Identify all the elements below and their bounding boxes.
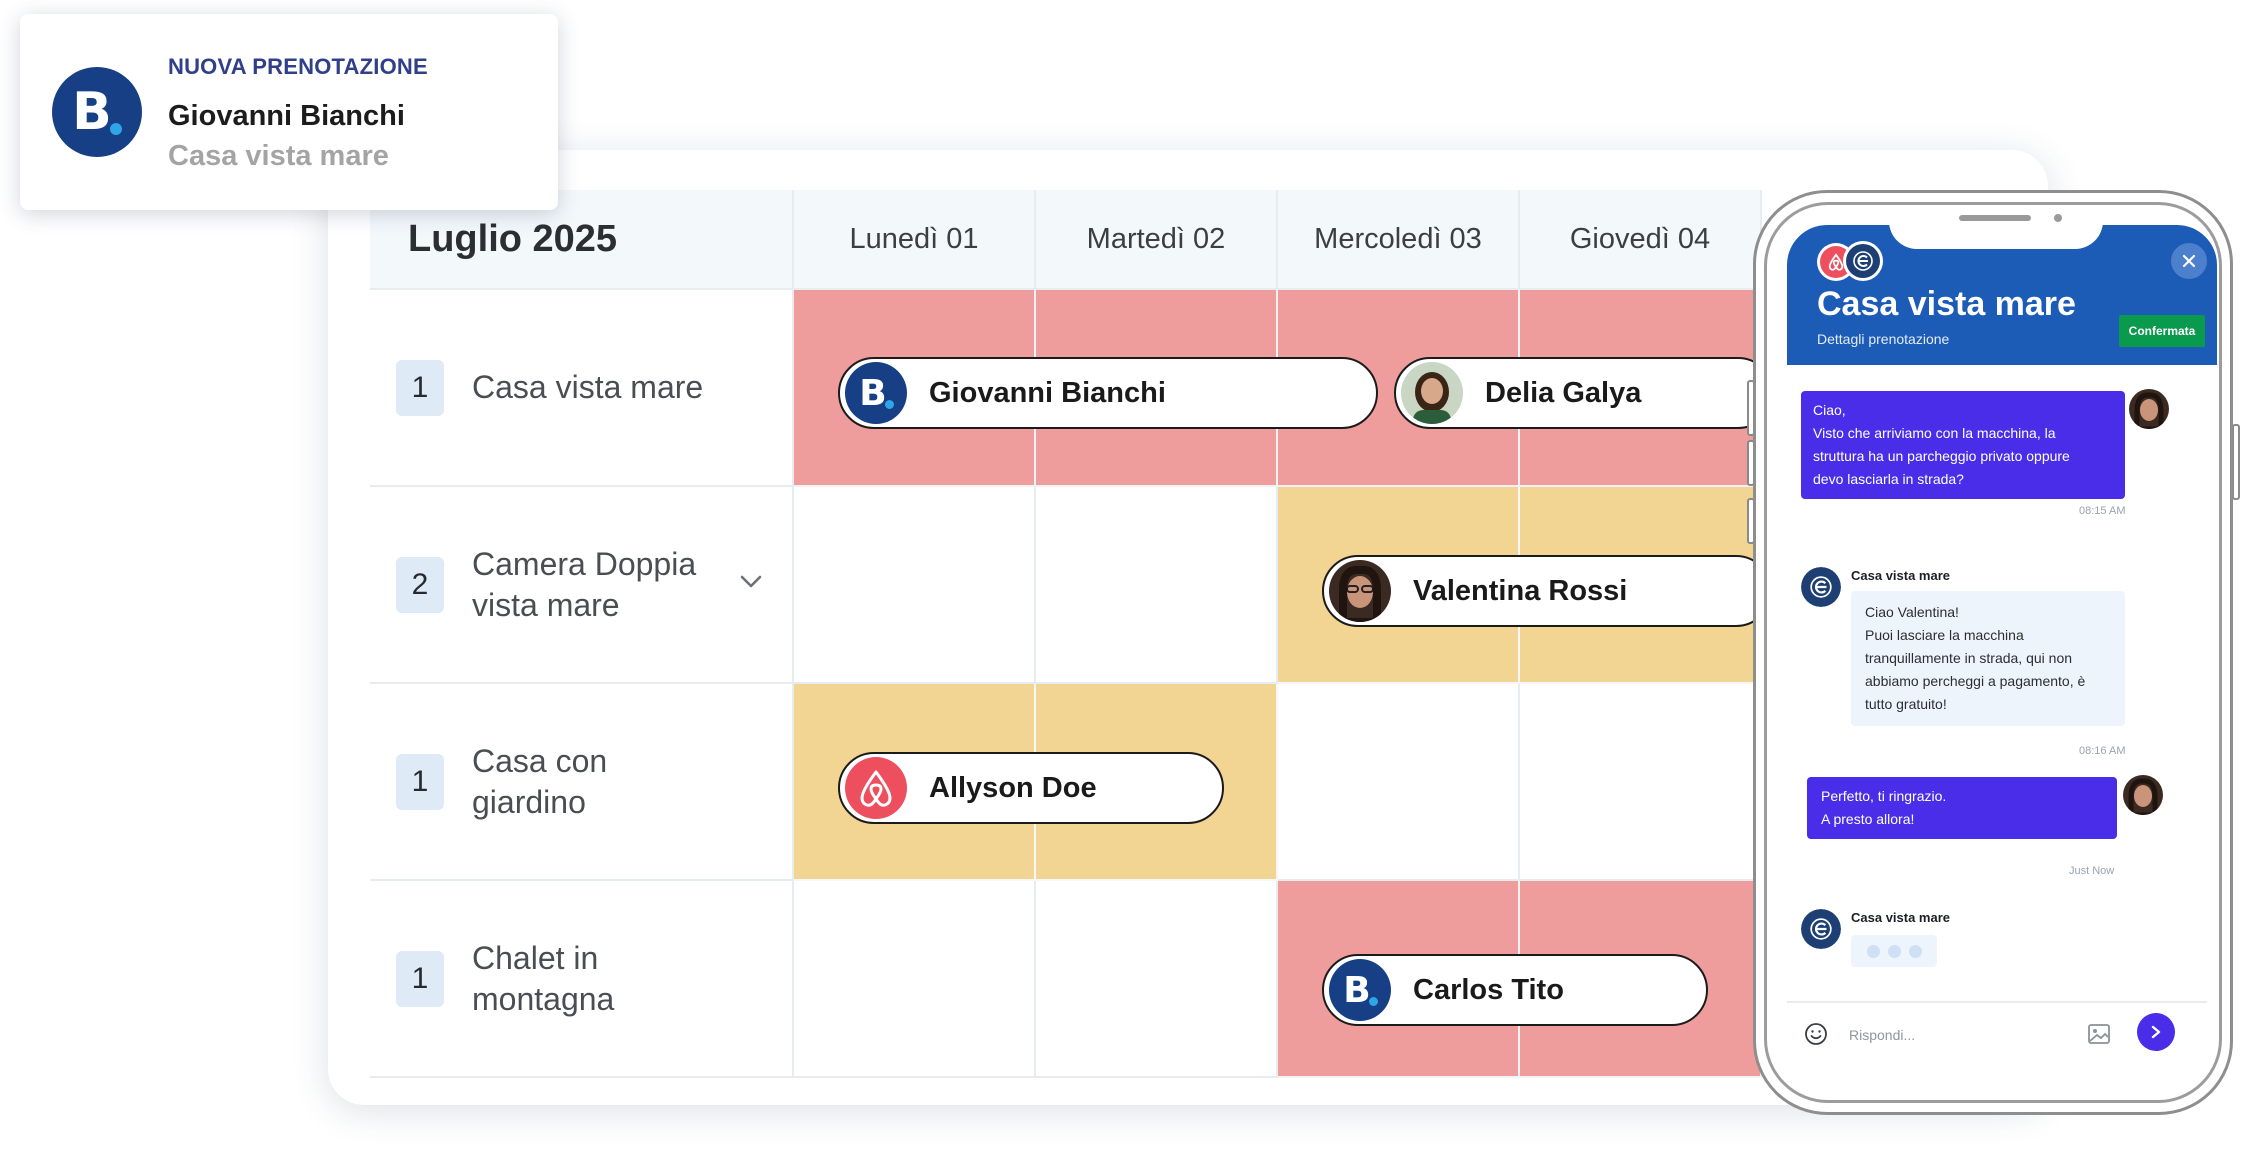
guest-name: Valentina Rossi [1413,574,1628,607]
day-header[interactable]: Lunedì 01 [794,190,1036,290]
room-name: Camera Doppia vista mare [472,545,697,623]
day-header[interactable]: Mercoledì 03 [1278,190,1520,290]
guest-name: Delia Galya [1485,376,1642,409]
calendar-cell[interactable] [1520,684,1762,881]
room-name: Chalet in montagna [472,939,615,1017]
reply-input[interactable]: Rispondi... [1849,1027,1916,1043]
booking-calendar: Luglio 2025 Lunedì 01 Martedì 02 Mercole… [370,190,1762,1078]
phone-power-button [2232,424,2240,500]
booking-logo-icon: B [845,362,907,424]
room-count-badge: 1 [396,359,444,416]
property-avatar-icon [1801,909,1841,949]
room-count-badge: 2 [396,556,444,613]
send-button[interactable] [2137,1013,2175,1051]
day-header[interactable]: Martedì 02 [1036,190,1278,290]
chevron-down-icon[interactable] [740,575,762,589]
booking-pill[interactable]: Delia Galya [1394,357,1774,429]
day-header[interactable]: Giovedì 04 [1520,190,1762,290]
message-timestamp: 08:16 AM [2079,745,2126,757]
image-icon[interactable] [2087,1023,2111,1045]
status-badge: Confermata [2119,315,2205,347]
notification-title: NUOVA PRENOTAZIONE [168,54,428,79]
booking-pill[interactable]: Valentina Rossi [1322,555,1772,627]
guest-avatar-icon [1329,560,1391,622]
calendar-cell[interactable] [1278,684,1520,881]
message-sender: Casa vista mare [1851,910,1951,925]
chat-message-received: Ciao Valentina! Puoi lasciare la macchin… [1851,591,2125,726]
message-sender: Casa vista mare [1851,568,1951,583]
calendar-cell[interactable] [1036,487,1278,684]
guest-avatar-icon [2123,775,2163,815]
chat-message-sent: Perfetto, ti ringrazio. A presto allora! [1807,777,2117,839]
calendar-cell[interactable] [1036,881,1278,1078]
chat-title: Casa vista mare [1817,285,2076,323]
message-timestamp: 08:15 AM [2079,505,2126,517]
property-avatar-icon [1801,567,1841,607]
booking-logo-icon: B [1329,959,1391,1021]
emoji-icon[interactable] [1803,1021,1829,1047]
booking-logo-icon: B [52,67,142,157]
new-booking-notification[interactable]: B NUOVA PRENOTAZIONE Giovanni Bianchi Ca… [20,14,558,210]
airbnb-logo-icon [845,757,907,819]
guest-avatar-icon [2129,389,2169,429]
guest-name: Giovanni Bianchi [929,376,1166,409]
room-count-badge: 1 [396,753,444,810]
room-row-header[interactable]: 1 Chalet in montagna [370,881,794,1078]
notification-property: Casa vista mare [168,140,389,172]
room-name: Casa con giardino [472,742,608,820]
close-button[interactable] [2171,243,2207,279]
booking-pill[interactable]: Allyson Doe [838,752,1224,824]
calendar-cell[interactable] [794,881,1036,1078]
chat-message-sent: Ciao, Visto che arriviamo con la macchin… [1801,391,2125,499]
room-count-badge: 1 [396,950,444,1007]
message-timestamp: Just Now [2069,865,2115,877]
chat-screen: Casa vista mare Dettagli prenotazione Co… [1764,202,2222,1103]
phone-notch [1889,205,2103,249]
notification-guest: Giovanni Bianchi [168,100,405,132]
calendar-cell[interactable] [794,487,1036,684]
room-row-header[interactable]: 1 Casa con giardino [370,684,794,881]
room-name: Casa vista mare [472,369,704,405]
close-icon [2182,254,2196,268]
chat-subtitle[interactable]: Dettagli prenotazione [1817,331,1950,347]
guest-name: Carlos Tito [1413,973,1564,1006]
guest-avatar-icon [1401,362,1463,424]
room-row-header[interactable]: 2 Camera Doppia vista mare [370,487,794,684]
room-row-header[interactable]: 1 Casa vista mare [370,290,794,487]
chevron-right-icon [2151,1025,2161,1039]
input-divider [1787,1001,2207,1003]
property-logo-icon [1843,241,1883,281]
booking-pill[interactable]: B Carlos Tito [1322,954,1708,1026]
typing-indicator [1851,935,1937,967]
booking-pill[interactable]: B Giovanni Bianchi [838,357,1378,429]
guest-name: Allyson Doe [929,771,1097,804]
